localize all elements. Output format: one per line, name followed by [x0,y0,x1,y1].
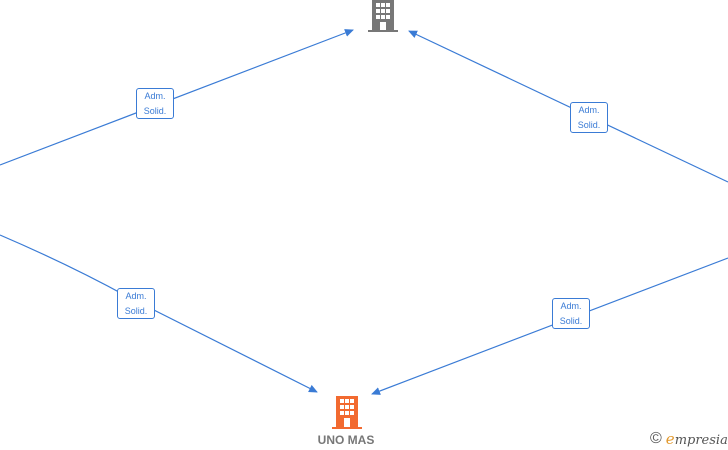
building-icon [368,0,398,32]
edge-line-top-right [408,30,728,183]
edge-label-line1: Adm. [144,91,166,101]
edge-line-top-left [0,29,354,166]
edge-label-line1: Adm. [560,301,582,311]
brand-watermark: © empresia [650,430,728,448]
edge-label-top-left[interactable]: Adm. Solid. [136,88,174,119]
edge-label-line2: Solid. [577,120,601,130]
brand-logo: empresia [666,430,728,448]
edge-label-bottom-right[interactable]: Adm. Solid. [552,298,590,329]
building-icon [332,396,362,429]
edge-line-bottom-left [0,234,318,393]
company-node-top[interactable] [367,0,399,32]
edge-line-bottom-right [371,257,728,395]
edge-label-line2: Solid. [559,316,583,326]
edge-label-line2: Solid. [124,306,148,316]
edge-label-line1: Adm. [125,291,147,301]
edge-label-bottom-left[interactable]: Adm. Solid. [117,288,155,319]
company-node-label[interactable]: UNO MAS [317,433,375,447]
copyright-symbol: © [650,430,662,447]
brand-logo-text: mpresia [674,433,728,448]
brand-logo-initial: e [665,430,675,448]
edge-label-line2: Solid. [143,106,167,116]
company-node-bottom[interactable] [331,396,363,430]
edge-label-line1: Adm. [578,105,600,115]
edge-label-top-right[interactable]: Adm. Solid. [570,102,608,133]
